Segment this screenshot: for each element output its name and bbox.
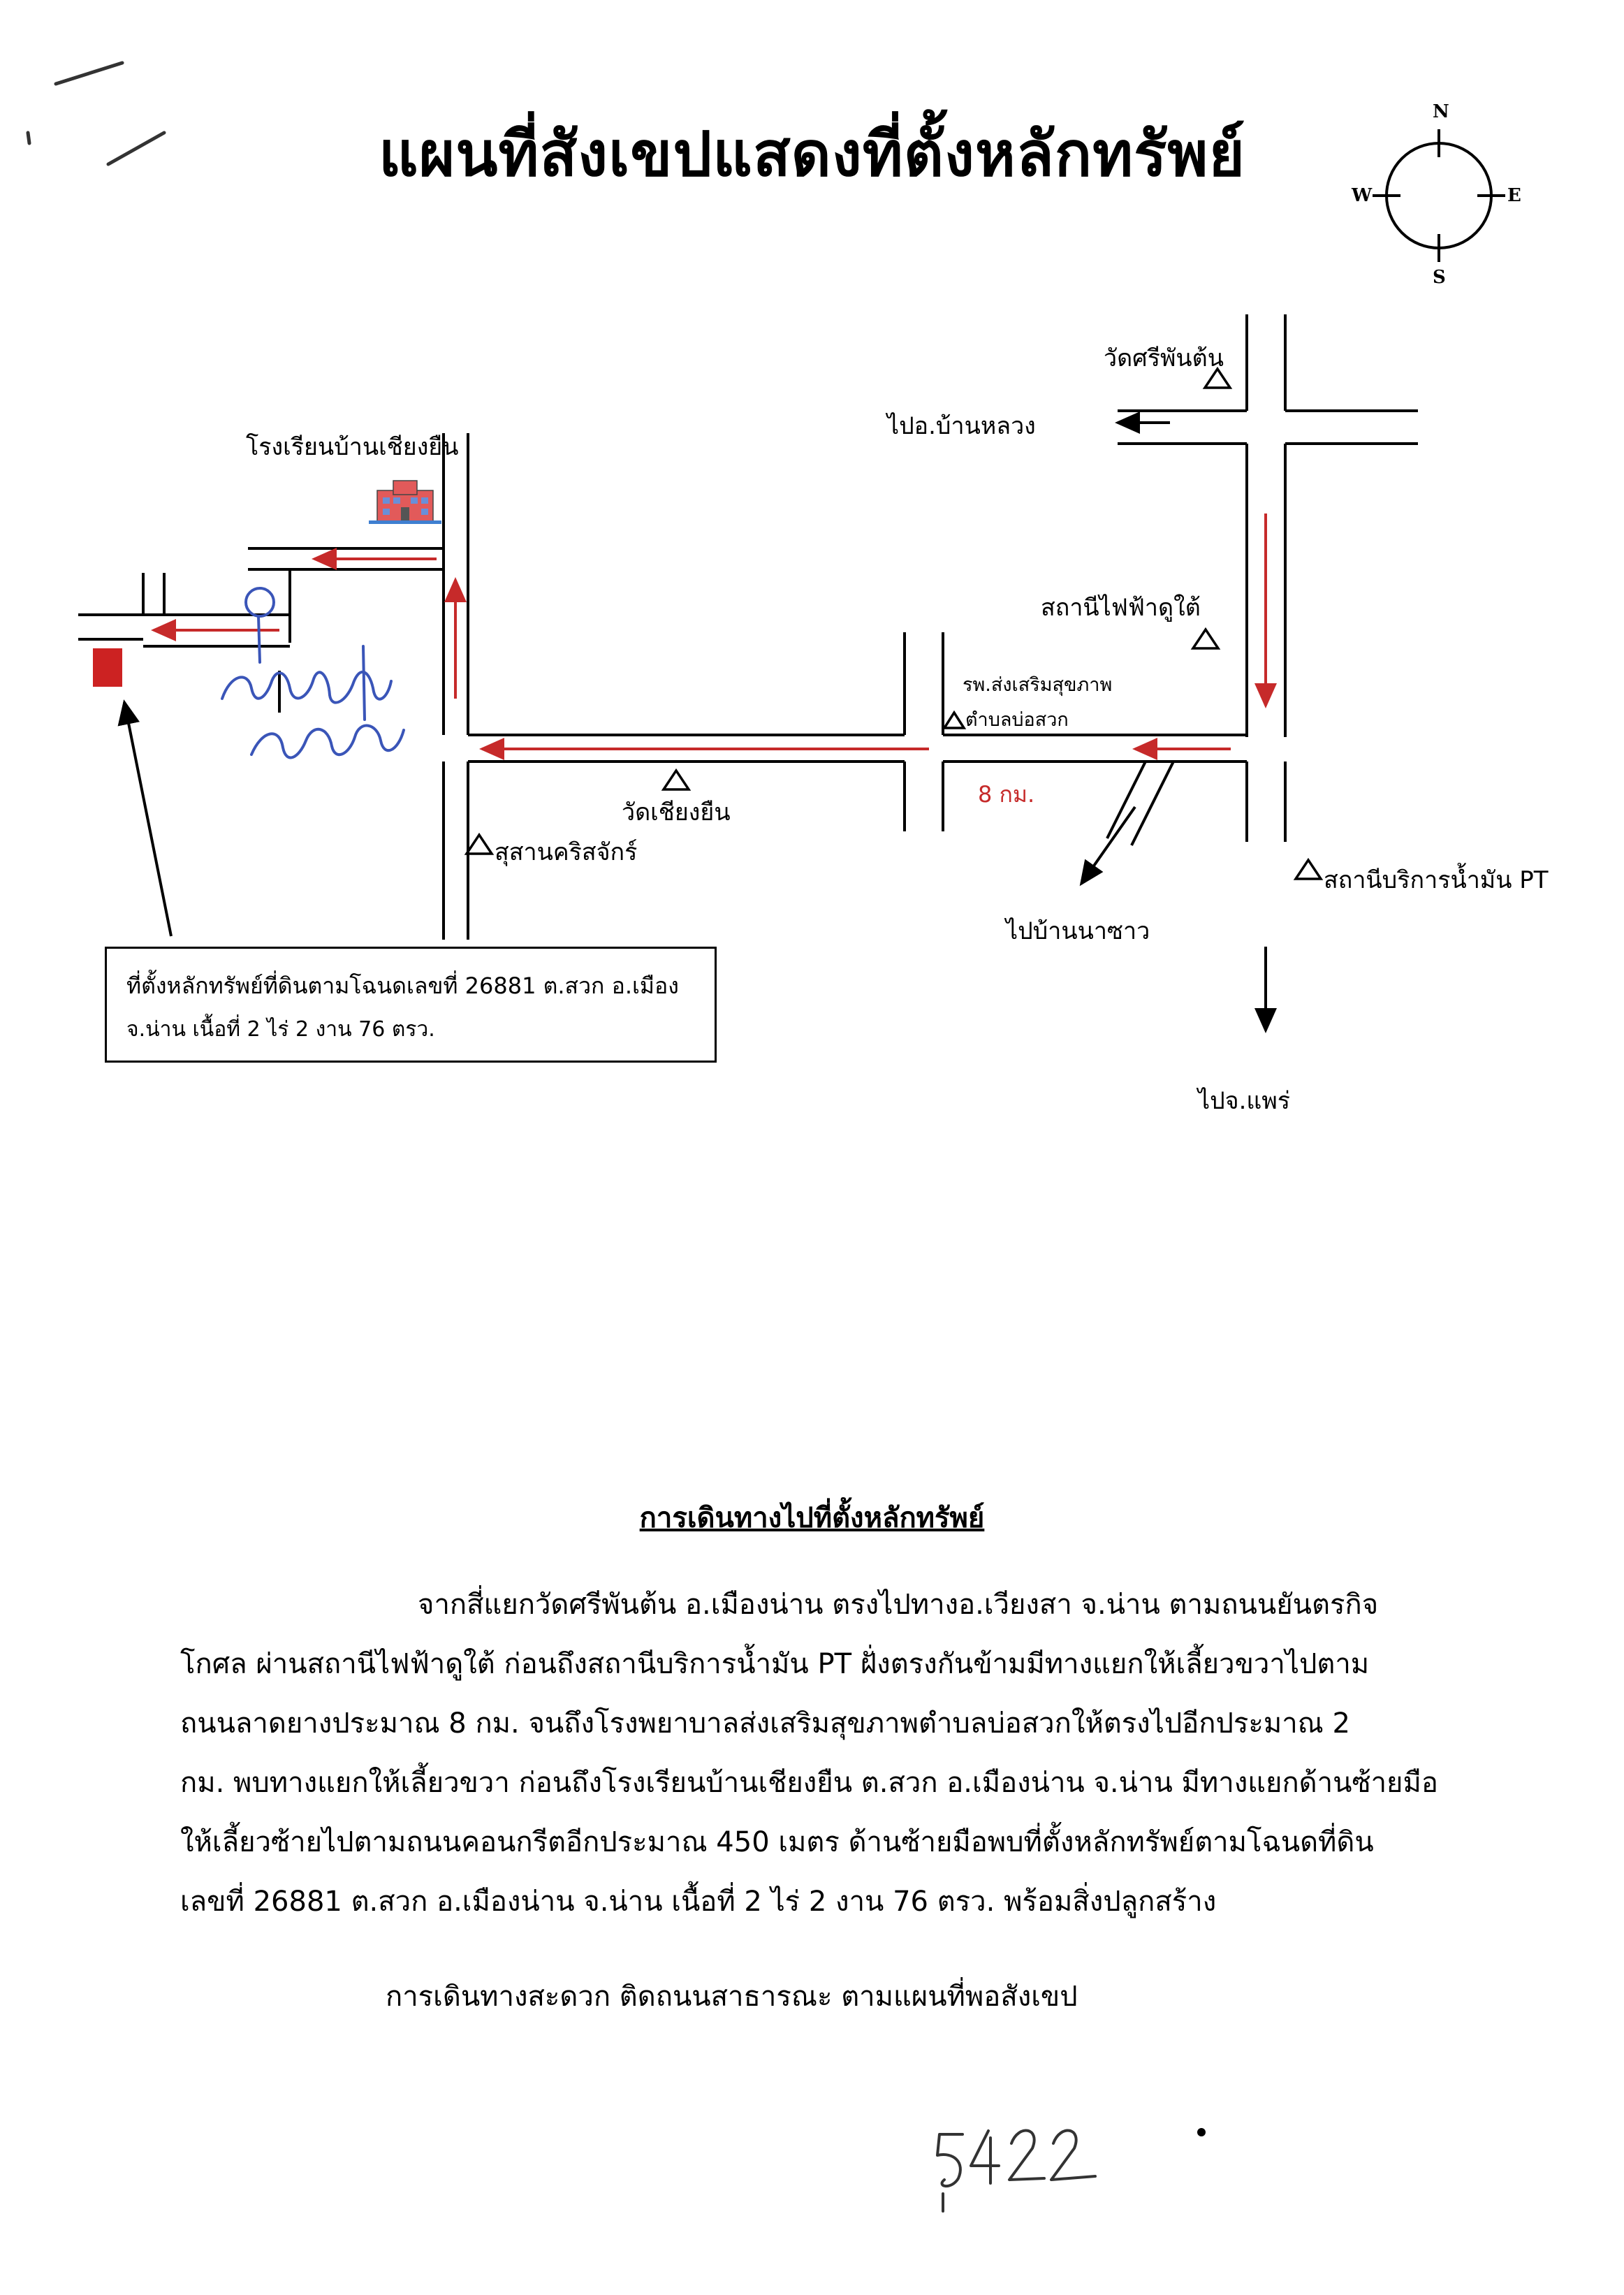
route-line-5: ให้เลี้ยวซ้ายไปตามถนนคอนกรีตอีกประมาณ 45… xyxy=(180,1826,1374,1858)
pointer-line xyxy=(117,699,173,937)
page-title: แผนที่สังเขปแสดงที่ตั้งหลักทรัพย์ xyxy=(379,118,1245,190)
compass-north-label: N xyxy=(1433,101,1449,122)
label-to-ban-luang: ไปอ.บ้านหลวง xyxy=(887,412,1036,440)
route-line-4: กม. พบทางแยกให้เลี้ยวขวา ก่อนถึงโรงเรียน… xyxy=(180,1767,1438,1799)
label-substation: สถานีไฟฟ้าดูใต้ xyxy=(1041,594,1201,622)
label-gas-station: สถานีบริการน้ำมัน PT xyxy=(1324,866,1549,894)
label-health-center-1: รพ.ส่งเสริมสุขภาพ xyxy=(963,674,1113,696)
compass-south-label: S xyxy=(1433,267,1446,288)
arrow-to-ban-na-chao xyxy=(1079,806,1136,887)
school-icon xyxy=(369,480,441,524)
scan-marks xyxy=(26,61,166,166)
road-east-west xyxy=(468,632,1247,831)
compass-east-label: E xyxy=(1507,185,1521,206)
label-distance: 8 กม. xyxy=(978,781,1035,808)
road-main-north-south xyxy=(1245,314,1287,842)
location-box: ที่ตั้งหลักทรัพย์ที่ดินตามโฉนดเลขที่ 268… xyxy=(105,947,717,1063)
route-line-1: จากสี่แยกวัดศรีพันต้น อ.เมืองน่าน ตรงไปท… xyxy=(418,1589,1379,1621)
road-to-ban-luang xyxy=(1118,409,1418,445)
road-to-ban-na-chao xyxy=(1106,761,1175,846)
route-line-6: เลขที่ 26881 ต.สวก อ.เมืองน่าน จ.น่าน เน… xyxy=(180,1886,1217,1918)
label-cemetery: สุสานคริสจักร์ xyxy=(495,838,638,866)
ink-dot xyxy=(1197,2128,1206,2136)
property-marker xyxy=(93,648,122,687)
location-box-line1: ที่ตั้งหลักทรัพย์ที่ดินตามโฉนดเลขที่ 268… xyxy=(126,972,679,999)
landmark-triangles xyxy=(464,366,1324,880)
label-to-phrae: ไปจ.แพร่ xyxy=(1198,1087,1290,1115)
location-box-line2: จ.น่าน เนื้อที่ 2 ไร่ 2 งาน 76 ตรว. xyxy=(126,1017,435,1042)
label-wat-si-phan-ton: วัดศรีพันต้น xyxy=(1104,344,1224,372)
handwritten-note xyxy=(221,587,405,759)
route-footer: การเดินทางสะดวก ติดถนนสาธารณะ ตามแผนที่พ… xyxy=(386,1981,1078,2013)
route-paragraph: จากสี่แยกวัดศรีพันต้น อ.เมืองน่าน ตรงไปท… xyxy=(180,1575,1465,1932)
compass-west-label: W xyxy=(1352,185,1373,206)
compass-icon xyxy=(1373,129,1505,262)
label-school: โรงเรียนบ้านเชียงยืน xyxy=(246,433,459,461)
label-wat-chiang-yuen: วัดเชียงยืน xyxy=(622,799,731,826)
route-arrows xyxy=(151,513,1277,760)
route-line-3: ถนนลาดยางประมาณ 8 กม. จนถึงโรงพยาบาลส่งเ… xyxy=(180,1707,1350,1740)
handwritten-number xyxy=(936,2129,1097,2213)
route-line-2: โกศล ผ่านสถานีไฟฟ้าดูใต้ ก่อนถึงสถานีบริ… xyxy=(180,1648,1370,1680)
label-to-ban-na-chao: ไปบ้านนาซาว xyxy=(1006,917,1150,945)
route-heading: การเดินทางไปที่ตั้งหลักทรัพย์ xyxy=(639,1502,985,1534)
road-side-upper xyxy=(78,547,444,713)
label-health-center-2: ตำบลบ่อสวก xyxy=(965,709,1069,731)
